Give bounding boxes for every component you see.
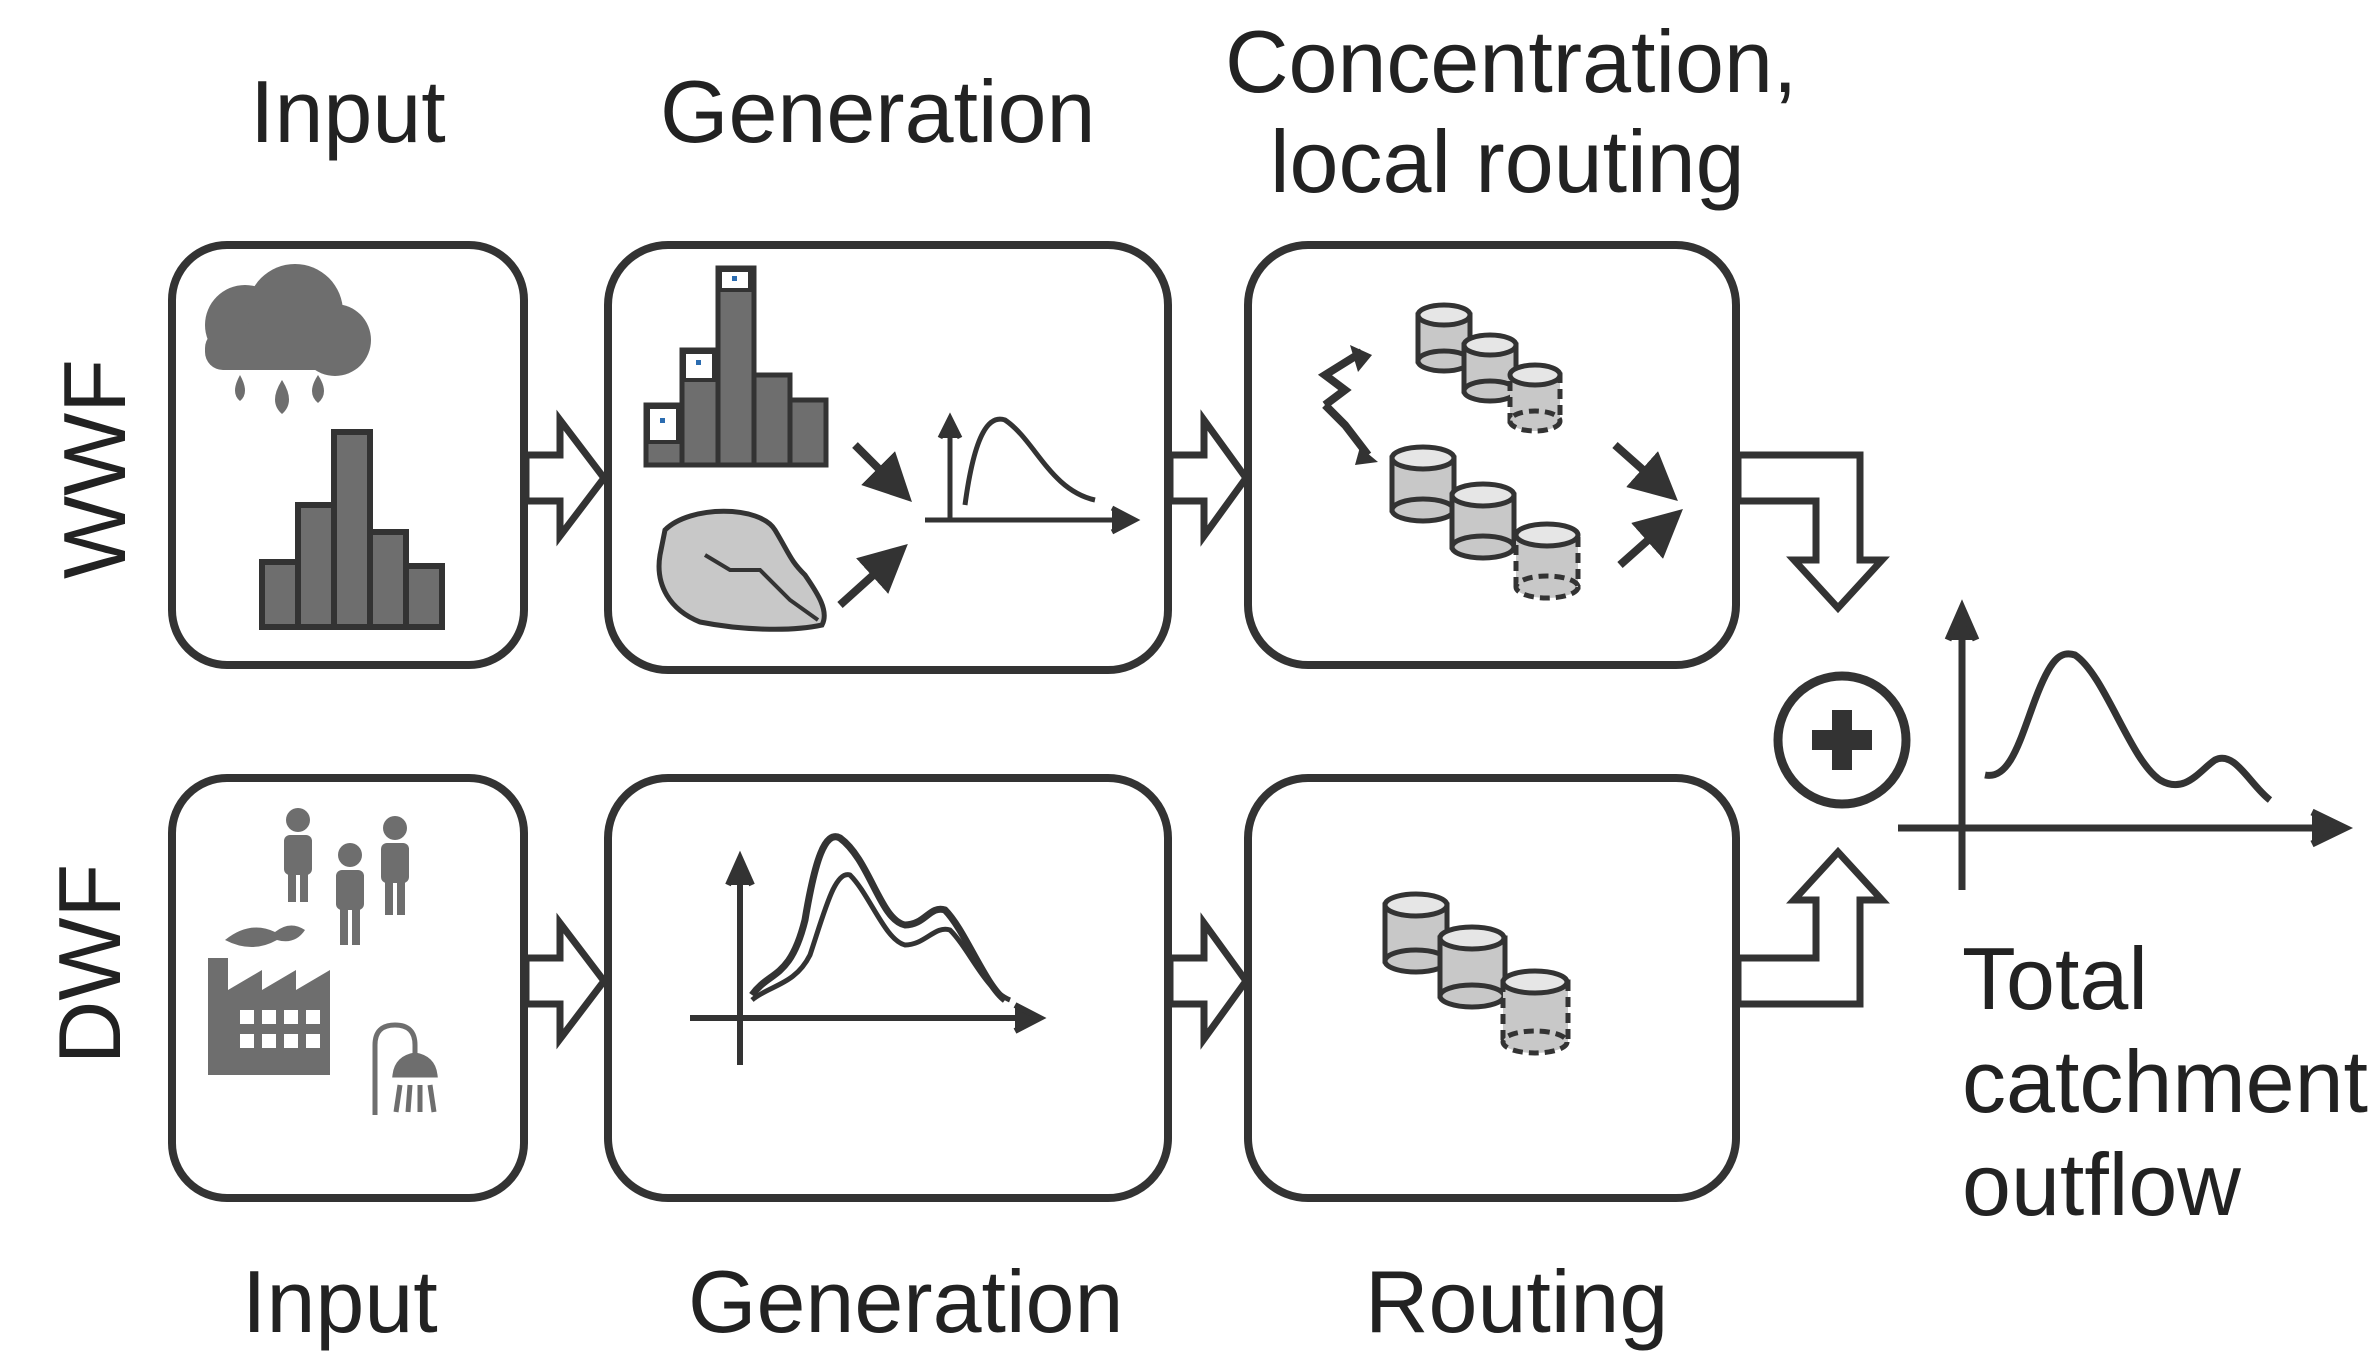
arrow-bottom-1: [522, 912, 609, 1050]
factory-icon: [208, 925, 330, 1075]
header-input-bottom: Input: [242, 1252, 438, 1351]
header-concentration-line1: Concentration,: [1225, 12, 1798, 111]
catchment-stream: [703, 553, 820, 622]
flow-arrow-1: [852, 442, 912, 502]
elbow-arrow-top: [1734, 451, 1890, 614]
flow-arrow-3: [1612, 442, 1678, 501]
flow-arrow-4: [1617, 509, 1683, 568]
box-concentration-wwf: [1244, 241, 1740, 669]
output-label-line1: Total: [1962, 929, 2148, 1028]
flow-arrow-2: [837, 543, 908, 608]
rain-cloud-icon: [205, 264, 371, 414]
split-arrow-icon: [1317, 348, 1372, 458]
reservoir-cylinder-icon: [1415, 302, 1563, 434]
reservoir-cylinder-icon: [1389, 444, 1581, 601]
people-icon: [284, 808, 409, 945]
header-generation-bottom: Generation: [688, 1252, 1124, 1351]
histogram-overlay-markers: [646, 268, 752, 444]
arrow-bottom-2: [1166, 912, 1251, 1050]
hydrograph-icon: [690, 850, 1047, 1065]
histogram-icon: [259, 429, 445, 630]
diurnal-curves: [749, 833, 1012, 1003]
hydrograph-icon: [925, 412, 1141, 535]
elbow-arrow-bottom: [1734, 846, 1890, 1008]
histogram-icon: [643, 265, 829, 468]
header-concentration-line2: local routing: [1270, 112, 1745, 211]
plus-circle-icon: [1773, 671, 1911, 809]
output-label-line2: catchment: [1962, 1032, 2368, 1131]
header-input-top: Input: [250, 62, 446, 161]
arrow-top-2: [1166, 409, 1251, 547]
output-label-line3: outflow: [1962, 1135, 2241, 1234]
reservoir-cylinder-icon: [1382, 891, 1571, 1056]
arrow-top-1: [522, 409, 609, 547]
box-generation-dwf: [604, 774, 1172, 1202]
header-generation-top: Generation: [660, 62, 1096, 161]
shower-icon: [372, 1022, 438, 1115]
histogram-marker-dots: [660, 276, 737, 423]
total-outflow-hydrograph-icon: [1898, 599, 2354, 890]
header-routing-bottom: Routing: [1365, 1252, 1669, 1351]
